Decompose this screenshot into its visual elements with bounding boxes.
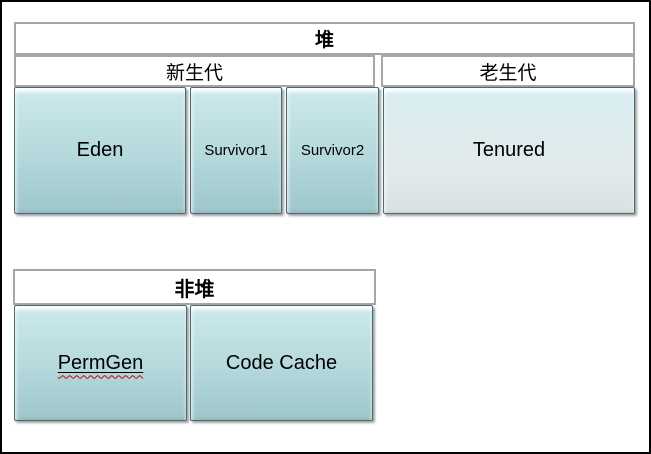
survivor2-block: Survivor2 xyxy=(286,87,379,214)
tenured-label: Tenured xyxy=(472,139,546,161)
permgen-label: PermGen xyxy=(57,351,144,374)
code-cache-label: Code Cache xyxy=(225,351,338,374)
survivor2-label: Survivor2 xyxy=(300,142,365,159)
heap-title: 堆 xyxy=(314,29,334,51)
old-generation-header: 老生代 xyxy=(381,55,635,87)
permgen-underline: PermGen xyxy=(58,352,144,375)
permgen-block: PermGen xyxy=(14,305,187,421)
tenured-block: Tenured xyxy=(383,87,635,214)
eden-block: Eden xyxy=(14,87,186,214)
non-heap-title-box: 非堆 xyxy=(13,269,376,305)
heap-title-box: 堆 xyxy=(14,22,635,55)
non-heap-title: 非堆 xyxy=(174,276,215,301)
old-generation-label: 老生代 xyxy=(479,61,537,84)
young-generation-header: 新生代 xyxy=(14,55,375,87)
eden-label: Eden xyxy=(76,139,124,161)
code-cache-block: Code Cache xyxy=(190,305,373,421)
young-generation-label: 新生代 xyxy=(165,61,223,84)
survivor1-label: Survivor1 xyxy=(204,142,268,159)
survivor1-block: Survivor1 xyxy=(190,87,282,214)
